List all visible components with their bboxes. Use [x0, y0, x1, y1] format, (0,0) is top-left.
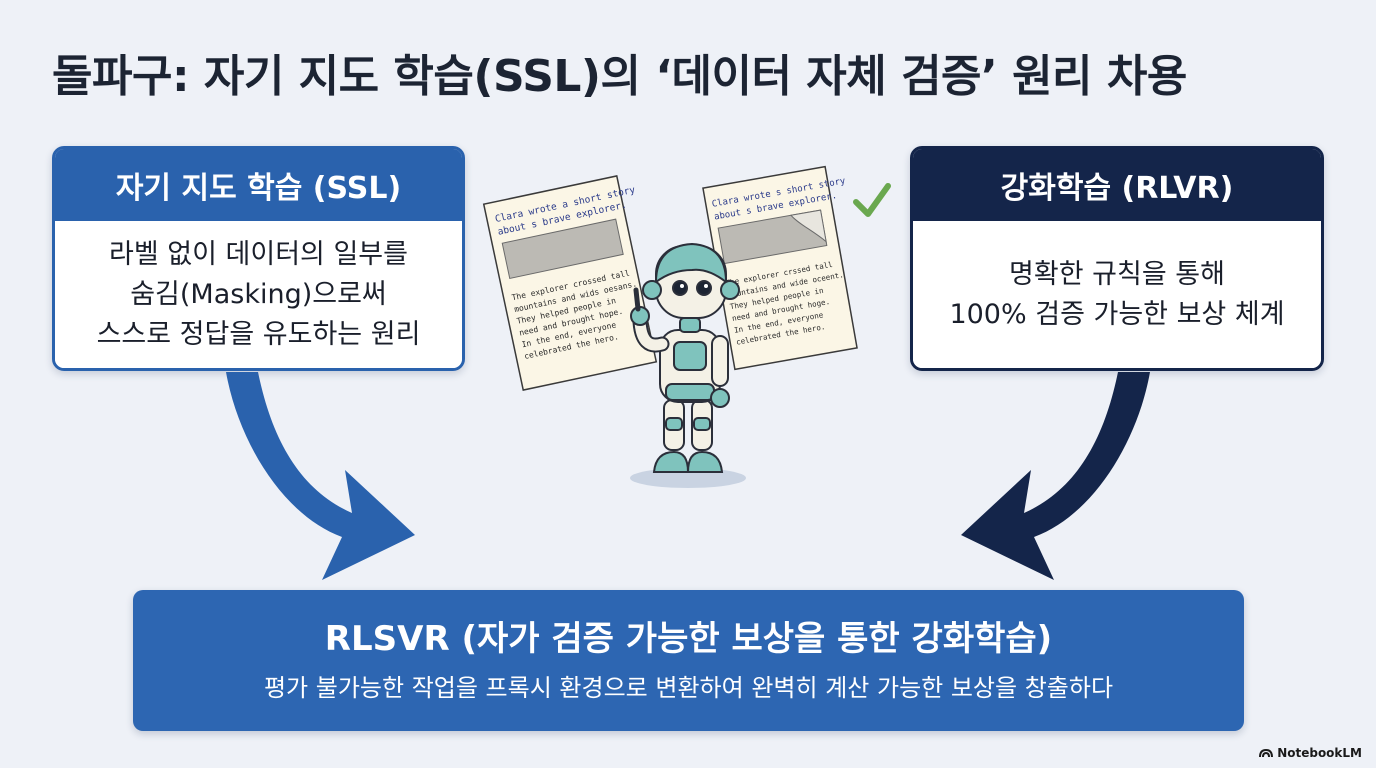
result-subtitle: 평가 불가능한 작업을 프록시 환경으로 변환하여 완벽히 계산 가능한 보상을…: [263, 673, 1114, 702]
ssl-line: 라벨 없이 데이터의 일부를: [109, 238, 408, 270]
rlvr-arrow-icon: [961, 372, 1150, 580]
rlvr-card: 강화학습 (RLVR) 명확한 규칙을 통해 100% 검증 가능한 보상 체계: [910, 146, 1324, 371]
checkmark-icon: [853, 183, 891, 217]
ssl-card-header: 자기 지도 학습 (SSL): [55, 149, 462, 221]
notebooklm-brand: NotebookLM: [1259, 746, 1362, 760]
brand-label: NotebookLM: [1277, 746, 1362, 760]
result-title: RLSVR (자가 검증 가능한 보상을 통한 강화학습): [324, 618, 1053, 659]
rlvr-card-header: 강화학습 (RLVR): [913, 149, 1321, 221]
rlvr-line: 100% 검증 가능한 보상 체계: [949, 298, 1285, 330]
story-paper-right: Clara wrote s short story about s brave …: [702, 165, 858, 371]
ssl-card: 자기 지도 학습 (SSL) 라벨 없이 데이터의 일부를 숨김(Masking…: [52, 146, 465, 371]
notebooklm-logo-icon: [1259, 748, 1274, 758]
ssl-line: 스스로 정답을 유도하는 원리: [96, 318, 421, 350]
rlsvr-result-box: RLSVR (자가 검증 가능한 보상을 통한 강화학습) 평가 불가능한 작업…: [133, 590, 1244, 731]
rlvr-card-body: 명확한 규칙을 통해 100% 검증 가능한 보상 체계: [913, 221, 1321, 368]
robot-icon: [630, 242, 746, 488]
ssl-line: 숨김(Masking)으로써: [130, 278, 387, 310]
story-paper-left: Clara wrote a short story about s brave …: [482, 175, 658, 391]
page-title: 돌파구: 자기 지도 학습(SSL)의 ‘데이터 자체 검증’ 원리 차용: [52, 51, 1187, 102]
rlvr-line: 명확한 규칙을 통해: [1009, 258, 1225, 290]
ssl-card-body: 라벨 없이 데이터의 일부를 숨김(Masking)으로써 스스로 정답을 유도…: [55, 221, 462, 368]
ssl-arrow-icon: [226, 372, 415, 580]
